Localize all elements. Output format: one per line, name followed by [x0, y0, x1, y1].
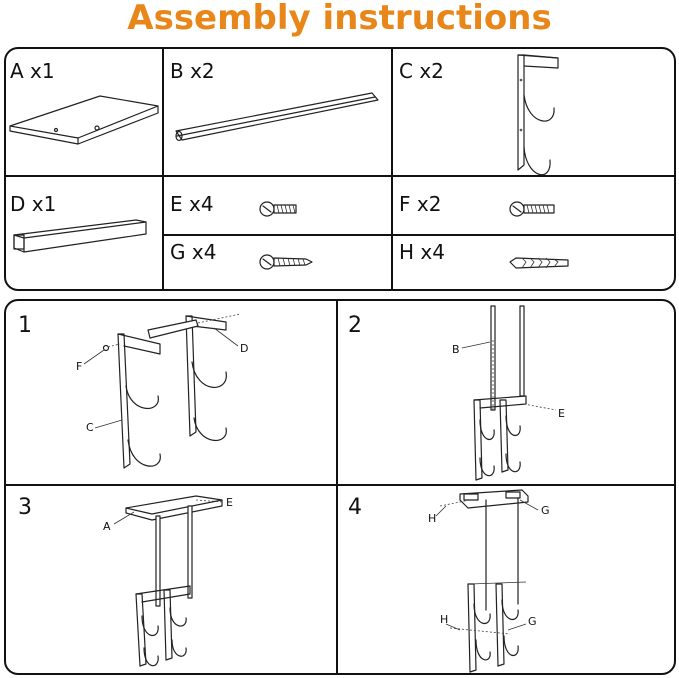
part-label-c: C x2 — [399, 59, 444, 83]
step-4-callout-h-bottom: H — [440, 613, 449, 626]
step-4-callout-g-top: G — [541, 504, 550, 517]
step-number-2: 2 — [348, 313, 362, 338]
steps-divider — [5, 484, 675, 486]
part-label-d: D x1 — [10, 192, 57, 216]
parts-divider — [391, 48, 393, 290]
step-3-callout-a: A — [103, 520, 111, 533]
steps-panel — [4, 299, 676, 675]
parts-divider — [5, 175, 675, 177]
part-label-f: F x2 — [399, 192, 442, 216]
part-label-g: G x4 — [170, 240, 217, 264]
step-1-callout-f: F — [76, 360, 83, 373]
part-label-h: H x4 — [399, 240, 445, 264]
step-4-callout-h-top: H — [428, 512, 437, 525]
part-label-e: E x4 — [170, 192, 214, 216]
step-4-callout-g-bottom: G — [528, 615, 537, 628]
step-1-callout-c: C — [86, 421, 94, 434]
step-number-3: 3 — [18, 495, 32, 520]
step-2-callout-b: B — [452, 343, 460, 356]
step-3-callout-e: E — [226, 496, 233, 509]
part-label-b: B x2 — [170, 59, 215, 83]
part-label-a: A x1 — [10, 59, 55, 83]
step-1-callout-d: D — [240, 342, 249, 355]
steps-divider — [336, 300, 338, 674]
parts-divider — [162, 48, 164, 290]
step-number-1: 1 — [18, 313, 32, 338]
parts-divider — [163, 234, 675, 236]
step-number-4: 4 — [348, 495, 362, 520]
parts-panel — [4, 47, 676, 291]
page-title: Assembly instructions — [127, 0, 552, 38]
step-2-callout-e: E — [558, 407, 565, 420]
